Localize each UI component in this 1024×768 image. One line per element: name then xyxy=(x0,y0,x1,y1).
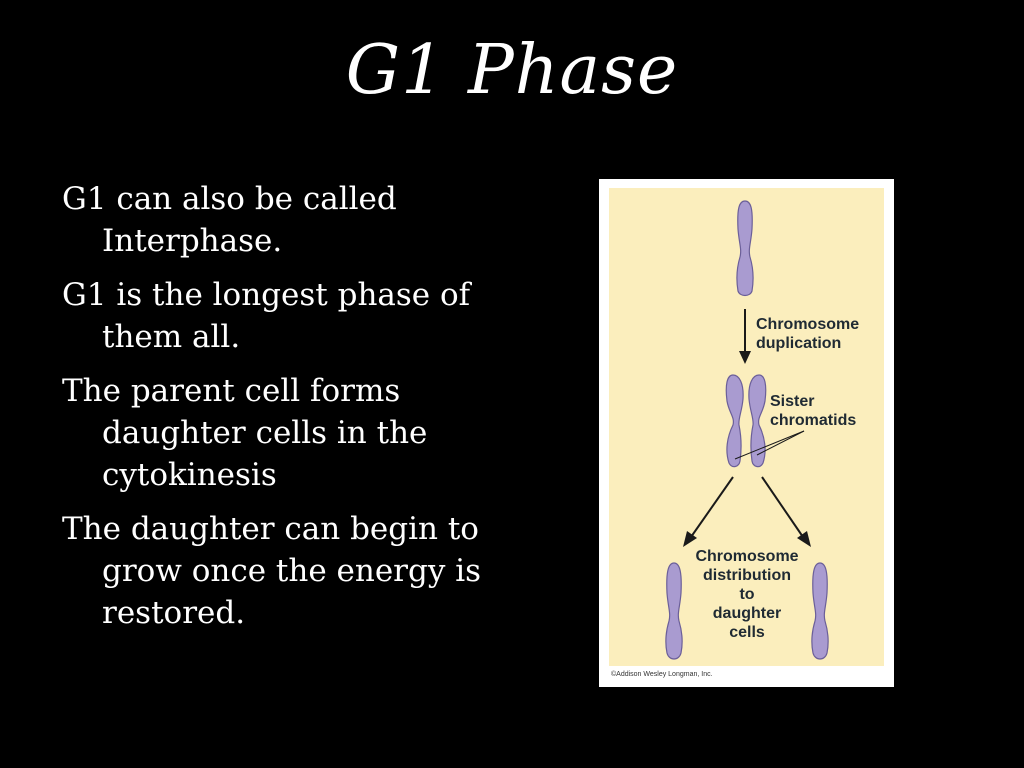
daughter-chromosome-right xyxy=(811,562,829,660)
distribution-arrow-right xyxy=(761,476,804,538)
figure-credit: ©Addison Wesley Longman, Inc. xyxy=(611,670,713,678)
sister-chromatid-right xyxy=(748,374,767,468)
label-distribution-4: daughter xyxy=(713,605,781,622)
daughter-chromosome-left xyxy=(665,562,683,660)
distribution-arrow-left xyxy=(690,476,734,538)
pointer-line xyxy=(734,430,805,460)
bullet-item: G1 can also be called Interphase. xyxy=(62,181,397,259)
label-distribution-2: distribution xyxy=(703,567,791,584)
label-duplication-1: Chromosome xyxy=(756,316,859,333)
label-distribution-5: cells xyxy=(729,624,765,641)
label-sister-1: Sister xyxy=(770,393,814,410)
slide-title: G1 Phase xyxy=(345,31,679,110)
arrow-head xyxy=(683,531,697,547)
sister-chromatid-left xyxy=(725,374,744,468)
bullet-item: The daughter can begin to grow once the … xyxy=(62,511,482,631)
arrow-head xyxy=(739,351,751,364)
bullet-item: G1 is the longest phase of them all. xyxy=(62,277,471,355)
label-distribution-1: Chromosome xyxy=(695,548,798,565)
chromosome-diagram: Chromosome duplication Sister chromatids… xyxy=(609,188,884,678)
single-chromosome xyxy=(736,200,754,297)
bullet-list: G1 can also be called Interphase. G1 is … xyxy=(62,178,502,646)
arrow-head xyxy=(797,531,811,547)
chromosome-figure: Chromosome duplication Sister chromatids… xyxy=(599,179,894,687)
label-sister-2: chromatids xyxy=(770,412,856,429)
pointer-line xyxy=(756,430,805,456)
label-distribution-3: to xyxy=(739,586,754,603)
bullet-item: The parent cell forms daughter cells in … xyxy=(62,373,428,493)
label-duplication-2: duplication xyxy=(756,335,841,352)
